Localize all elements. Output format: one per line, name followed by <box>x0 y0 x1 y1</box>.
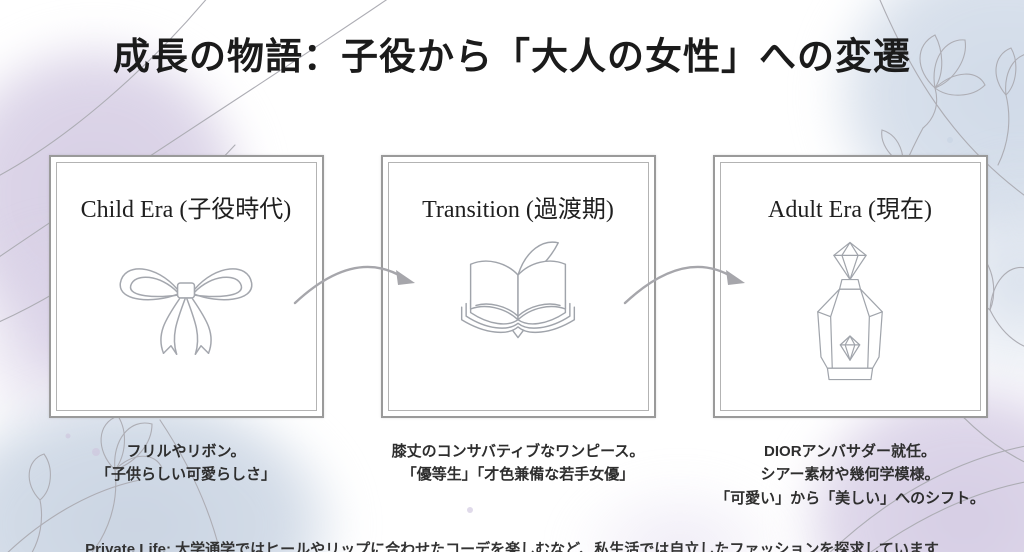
stage-heading: Child Era (子役時代) <box>80 197 292 223</box>
caption-line: シアー素材や幾何学模様。 <box>760 466 940 484</box>
flowers-bottom-left <box>7 415 221 552</box>
private-life-note: Private Life: 大学通学ではヒールやリップに合わせたコーデを楽しむな… <box>85 541 939 552</box>
stage-transition: Transition (過渡期) <box>358 155 678 487</box>
stage-child-era: Child Era (子役時代) <box>26 155 346 487</box>
caption-line: フリルやリボン。 <box>126 443 246 460</box>
stage-card: Child Era (子役時代) <box>48 155 324 418</box>
stage-card: Transition (過渡期) <box>380 155 656 418</box>
caption-line: DIORアンバサダー就任。 <box>764 443 936 460</box>
perfume-bottle-icon <box>793 236 907 386</box>
caption-line: 「優等生」「才色兼備な若手女優」 <box>401 466 635 484</box>
caption-line: 「子供らしい可愛らしさ」 <box>95 466 276 484</box>
stage-adult-era: Adult Era (現在) <box>690 155 1010 510</box>
open-book-icon <box>442 236 594 348</box>
stage-heading: Adult Era (現在) <box>768 197 932 223</box>
caption-line: 膝丈のコンサバティブなワンピース。 <box>391 443 645 460</box>
stage-caption: DIORアンバサダー就任。 シアー素材や幾何学模様。 「可愛い」から「美しい」へ… <box>690 440 1010 510</box>
page-title: 成長の物語：子役から「大人の女性」への変遷 <box>113 37 911 78</box>
caption-line: 「可愛い」から「美しい」へのシフト。 <box>715 489 985 507</box>
stage-heading: Transition (過渡期) <box>422 197 614 223</box>
flow-arrow-transition-to-adult <box>623 265 745 305</box>
ribbon-bow-icon <box>111 236 261 358</box>
flow-arrow-child-to-transition <box>293 265 415 305</box>
stage-caption: フリルやリボン。 「子供らしい可愛らしさ」 <box>26 440 346 487</box>
stage-caption: 膝丈のコンサバティブなワンピース。 「優等生」「才色兼備な若手女優」 <box>358 440 678 487</box>
